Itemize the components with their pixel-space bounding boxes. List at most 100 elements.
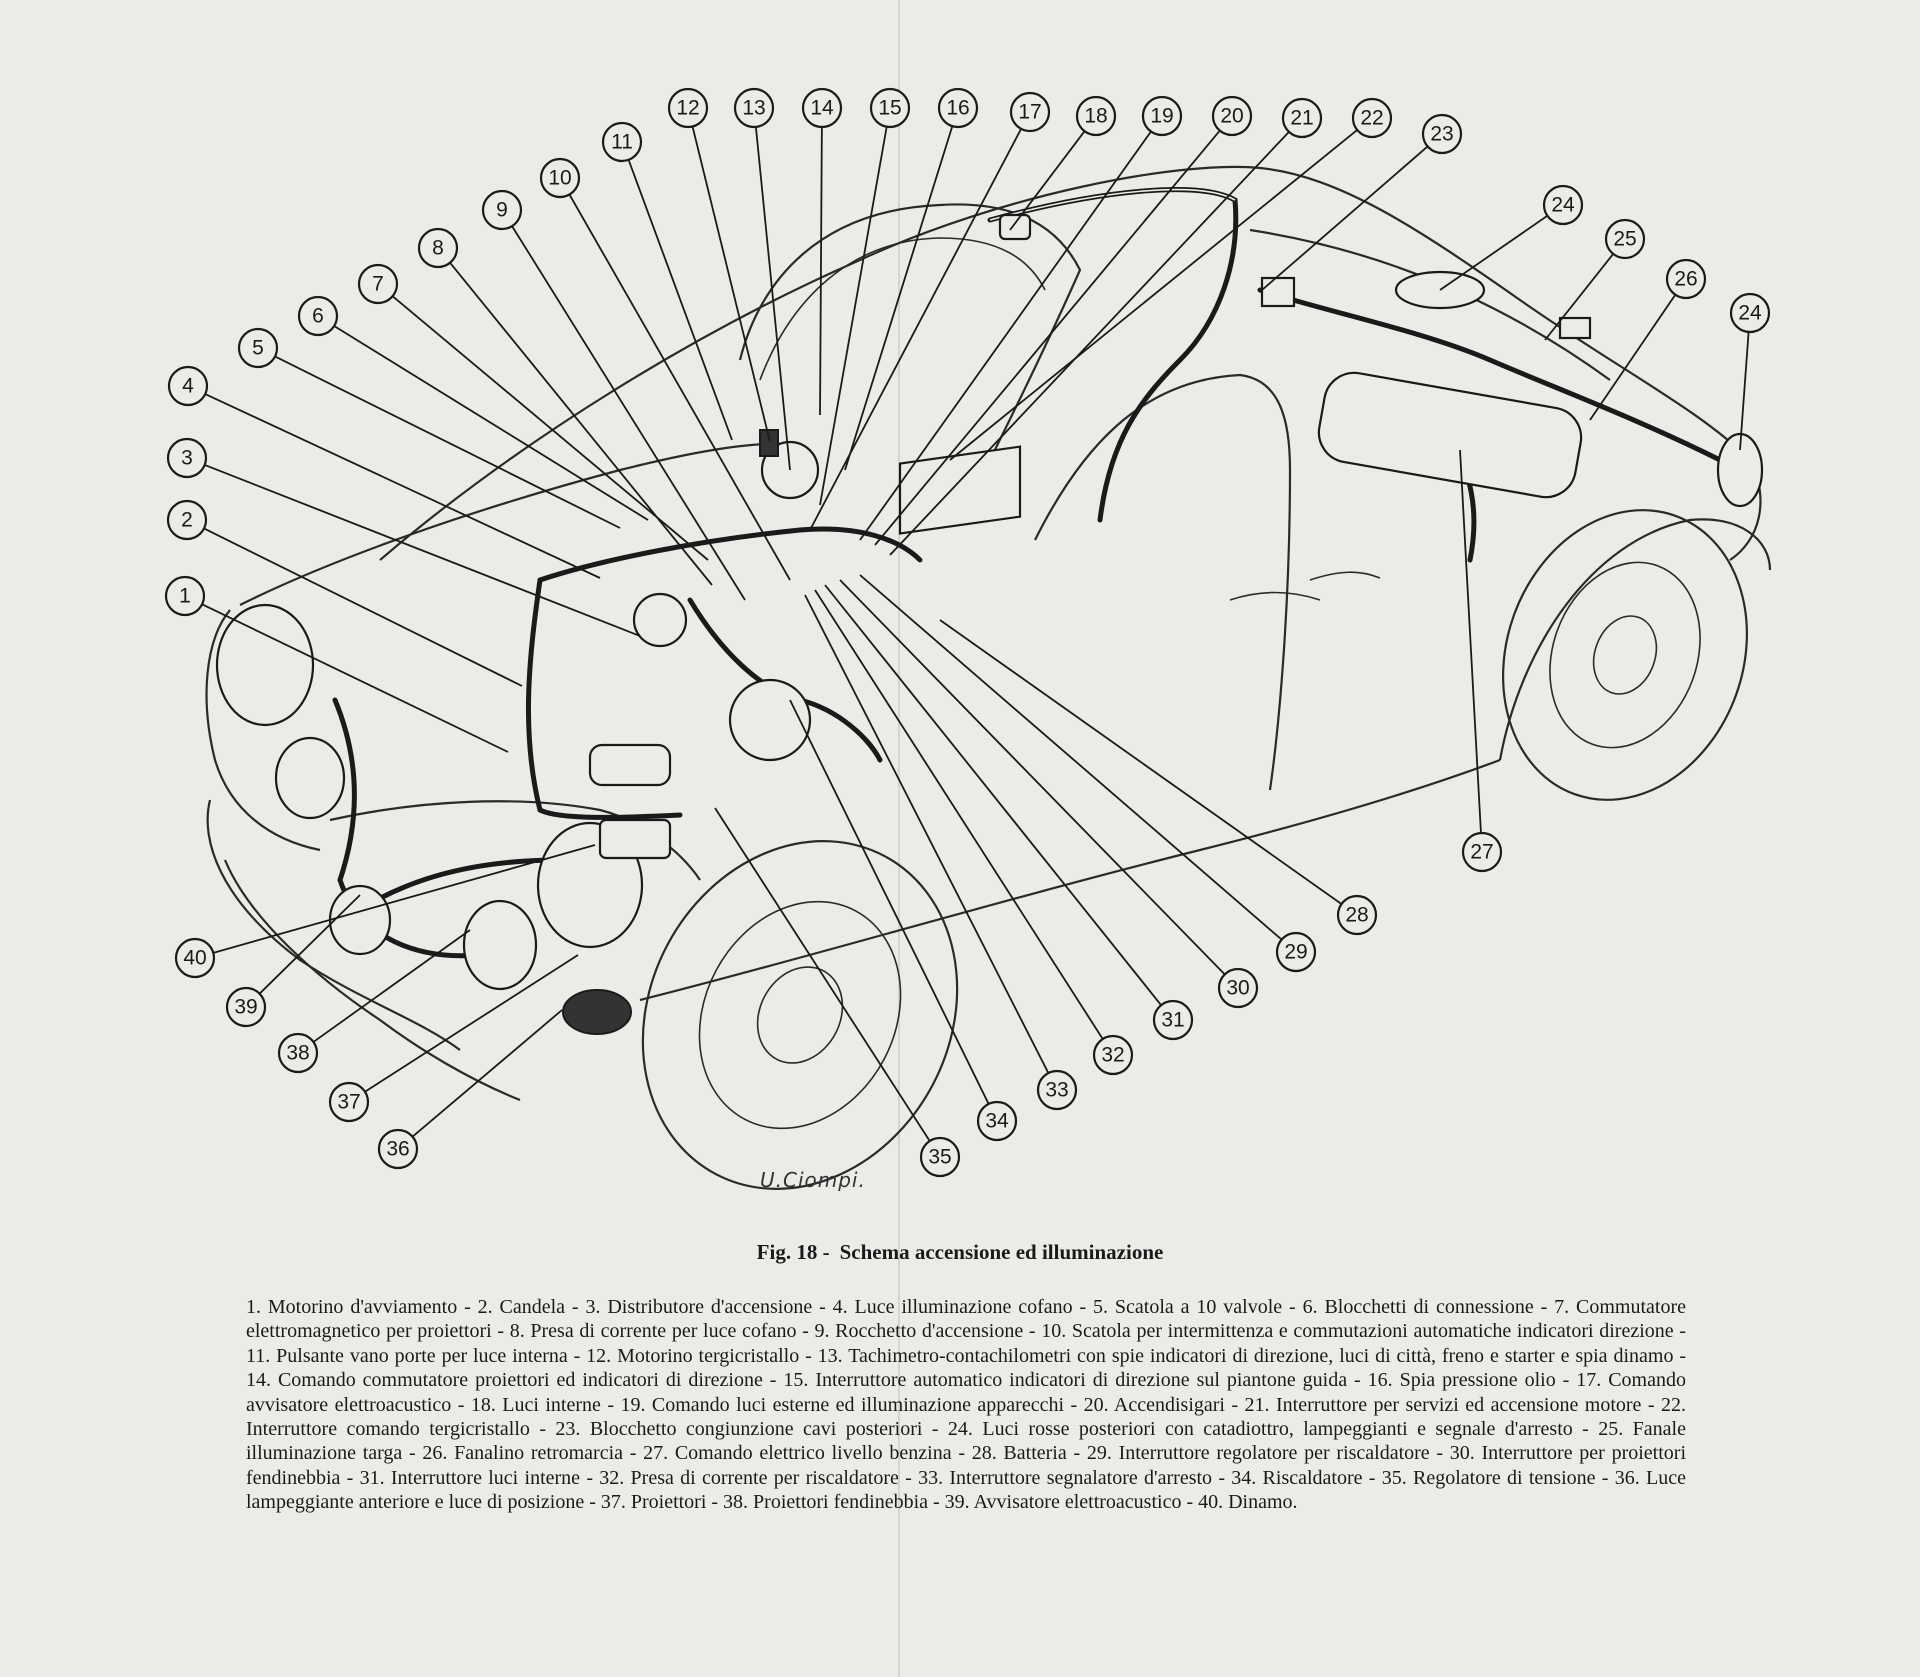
door-handle-rear [1309,571,1381,581]
front-fender [205,609,321,852]
callout-number: 32 [1101,1044,1124,1067]
side-sill [639,758,1501,1002]
callout-circle [733,87,775,129]
callout-circle [277,1032,319,1074]
callout-circle [1351,97,1393,139]
leader-line-18 [1009,130,1086,231]
callout-circle [166,437,208,479]
car-body-outline [205,165,1772,1102]
leader-line-24b [1739,331,1750,451]
voltage-regulator [598,818,672,860]
callout-5: 5 [237,327,279,369]
cable-junction-block [1260,276,1296,308]
callout-circle [1604,218,1646,260]
callout-circle [1217,967,1259,1009]
callout-38: 38 [277,1032,319,1074]
leader-line-10 [568,194,791,581]
callout-circle [1141,95,1183,137]
leader-line-22 [949,129,1358,461]
callout-11: 11 [601,121,643,163]
door-handle [1229,591,1321,601]
callout-18: 18 [1075,95,1117,137]
leader-line-6 [333,325,649,521]
callout-number: 1 [179,585,191,608]
callout-circle [1461,831,1503,873]
callout-number: 22 [1360,107,1383,130]
callout-6: 6 [297,295,339,337]
tail-light-right [1716,432,1764,508]
callout-37: 37 [328,1081,370,1123]
leader-line-16 [844,125,954,471]
interior-light [998,213,1032,241]
rear-wheel-tyre [1502,509,1748,801]
callout-27: 27 [1461,831,1503,873]
callout-circle [667,87,709,129]
callout-number: 38 [286,1042,309,1065]
leader-line-3 [204,464,641,637]
callout-number: 23 [1430,123,1453,146]
leader-line-40 [213,844,596,954]
rear-wheel-rim [1549,561,1701,749]
callout-20: 20 [1211,95,1253,137]
callout-number: 29 [1284,941,1307,964]
leader-line-38 [312,929,471,1043]
callout-number: 40 [183,947,206,970]
callout-number: 27 [1470,841,1493,864]
leader-line-15 [819,126,888,506]
leader-line-26 [1589,294,1677,421]
headlamp-harness [332,697,483,959]
callout-13: 13 [733,87,775,129]
callout-36: 36 [377,1128,419,1170]
callout-number: 25 [1613,228,1636,251]
callout-number: 28 [1345,904,1368,927]
callout-circle [1421,113,1463,155]
callout-circle [481,189,523,231]
callout-circle [166,499,208,541]
front-wheel-rim [698,900,902,1130]
callout-number: 36 [386,1138,409,1161]
callout-40: 40 [174,937,216,979]
callout-circle [976,1100,1018,1142]
front-turn-lamp [562,989,632,1035]
leader-lines [201,125,1750,1142]
callout-circle [1009,91,1051,133]
callout-circle [417,227,459,269]
wiring-harness [332,187,1723,959]
fuel-tank [1317,371,1583,499]
leader-line-25 [1544,253,1614,341]
leader-line-17 [809,128,1022,531]
callout-30: 30 [1217,967,1259,1009]
callout-number: 15 [878,97,901,120]
rear-fender [1498,518,1772,761]
wiper-motor [759,429,779,457]
callout-circle [297,295,339,337]
callout-number: 30 [1226,977,1249,1000]
callout-number: 2 [181,509,193,532]
heater-fan [728,678,812,762]
callout-32: 32 [1092,1034,1134,1076]
callout-15: 15 [869,87,911,129]
leader-line-23 [1261,145,1429,291]
leader-line-13 [754,126,791,471]
leader-line-37 [364,954,579,1093]
callout-4: 4 [167,365,209,407]
callout-number: 13 [742,97,765,120]
callout-circle [357,263,399,305]
callout-17: 17 [1009,91,1051,133]
right-fog-lamp [462,899,538,991]
callout-number: 12 [676,97,699,120]
leader-line-24 [1439,215,1548,291]
figure-caption: Fig. 18 -Schema accensione ed illuminazi… [0,1240,1920,1265]
wheels [641,509,1748,1190]
callout-22: 22 [1351,97,1393,139]
figure-label: Fig. 18 - [756,1240,830,1264]
callout-circle [801,87,843,129]
callout-number: 37 [337,1091,360,1114]
callout-number: 34 [985,1110,1009,1133]
callout-10: 10 [539,157,581,199]
callout-34: 34 [976,1100,1018,1142]
leader-line-32 [814,589,1104,1040]
callout-circle [328,1081,370,1123]
callout-circle [937,87,979,129]
